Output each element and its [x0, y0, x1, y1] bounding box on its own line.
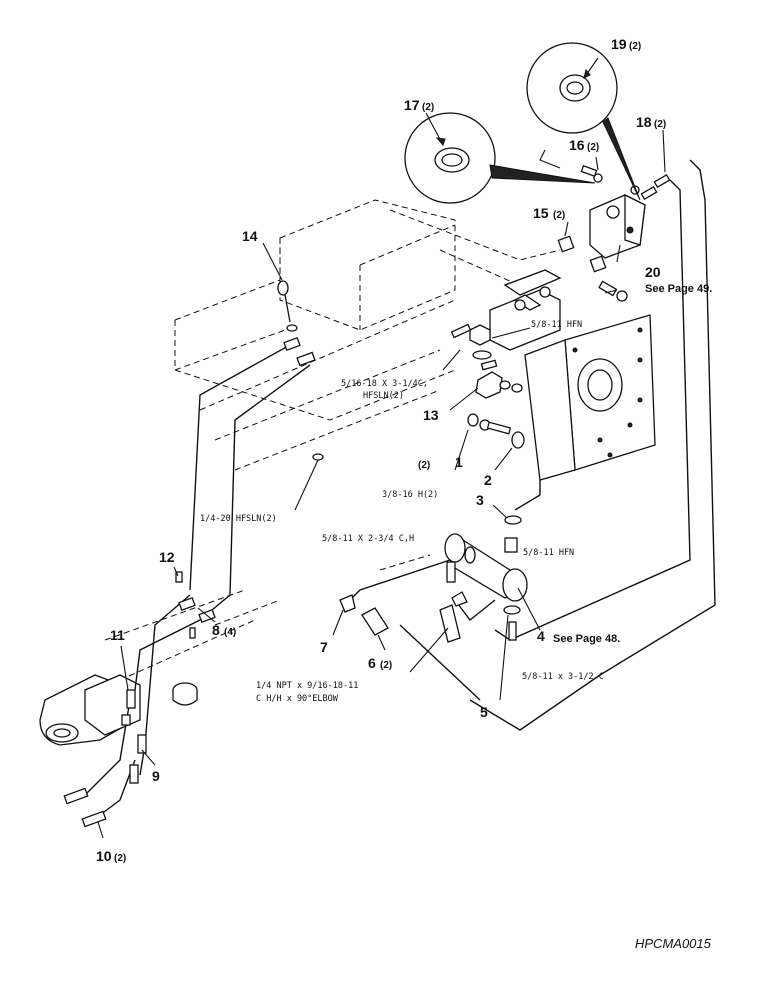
detail-circle-19	[526, 42, 641, 201]
spec-bolt-5-16-line2: HFSLN(2)	[363, 391, 404, 401]
page-references: See Page 49. See Page 48.	[553, 283, 712, 645]
callout-4: 4	[537, 628, 545, 644]
callout-6: 6	[368, 655, 376, 671]
valve-block	[589, 193, 646, 259]
fittings	[63, 164, 671, 828]
manifold-plate	[489, 269, 562, 351]
callout-18: 18	[636, 114, 652, 130]
figure-code: HPCMA0015	[635, 936, 712, 951]
callout-15-qty: (2)	[553, 210, 565, 221]
spec-hfsln-1-4: 1/4-20 HFSLN(2)	[200, 514, 277, 524]
callout-20: 20	[645, 264, 661, 280]
callout-16-qty: (2)	[587, 142, 599, 153]
callout-3: 3	[476, 492, 484, 508]
callout-19: 19	[611, 36, 627, 52]
spec-bolt-5-8-2-3-4: 5/8-11 X 2-3/4 C,H	[322, 534, 414, 544]
spec-bolt-3-8: 3/8-16 H(2)	[382, 490, 438, 500]
callout-17: 17	[404, 97, 420, 113]
callout-6-qty: (2)	[380, 660, 392, 671]
leader-lines	[97, 57, 666, 839]
detail-circle-17	[404, 112, 596, 204]
callout-1: 1	[455, 454, 463, 470]
callout-9: 9	[152, 768, 160, 784]
callout-17-qty: (2)	[422, 102, 434, 113]
callout-16: 16	[569, 137, 585, 153]
spec-nut-5-8-mid: 5/8-11 HFN	[523, 548, 574, 558]
callout-11: 11	[110, 627, 125, 643]
callout-19-qty: (2)	[629, 41, 641, 52]
callout-5: 5	[480, 704, 488, 720]
spec-nut-5-8-top: 5/8-11 HFN	[531, 320, 582, 330]
hardware-specs: 5/8-11 HFN 5/16-18 X 3-1/4C, HFSLN(2) 3/…	[200, 320, 604, 704]
callout-10: 10	[96, 848, 112, 864]
see-page-48-note: See Page 48.	[553, 633, 620, 645]
mounting-plate	[524, 314, 656, 481]
callout-7: 7	[320, 639, 328, 655]
callout-13: 13	[423, 407, 439, 423]
callout-labels: 1 (2) 2 3 4 5 6 (2) 7 8 (4) 9 10 (2) 11 …	[96, 36, 666, 864]
callout-1-qty: (2)	[418, 460, 430, 471]
spec-bolt-5-16-line1: 5/16-18 X 3-1/4C,	[341, 379, 428, 389]
callout-10-qty: (2)	[114, 853, 126, 864]
frame-outline	[104, 199, 561, 681]
hydraulic-hoses	[84, 159, 716, 816]
spec-elbow-line2: C H/H x 90°ELBOW	[256, 694, 339, 704]
callout-14: 14	[242, 228, 258, 244]
callout-8: 8	[212, 622, 220, 638]
see-page-49-note: See Page 49.	[645, 283, 712, 295]
lower-bracket	[39, 674, 198, 746]
callout-18-qty: (2)	[654, 119, 666, 130]
spec-elbow-line1: 1/4 NPT x 9/16-18-11	[256, 681, 358, 691]
callout-15: 15	[533, 205, 549, 221]
spec-bolt-5-8-3-1-2: 5/8-11 x 3-1/2 C	[522, 672, 604, 682]
callout-2: 2	[484, 472, 492, 488]
callout-12: 12	[159, 549, 175, 565]
callout-8-qty: (4)	[224, 627, 236, 638]
